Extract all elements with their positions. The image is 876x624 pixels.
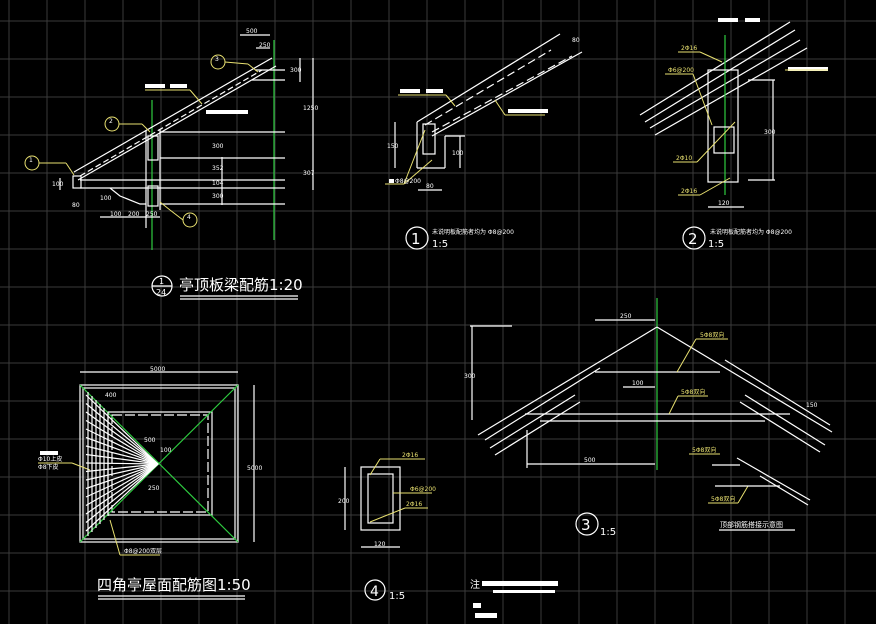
section-title: 亭顶板梁配筋1:20 [179, 276, 303, 294]
dim-text: 100 [110, 211, 122, 218]
dim-text: 250 [146, 211, 158, 218]
dim-text: 250 [259, 42, 271, 49]
detail-number: 2 [688, 230, 698, 248]
detail-note: 未说明板配筋者均为 Φ8@200 [710, 228, 792, 236]
dim-text: 300 [212, 193, 224, 200]
detail-caption: 顶部钢筋搭接示意图 [720, 520, 783, 529]
detail-scale: 1:5 [708, 239, 724, 250]
rebar-label: Φ8下皮 [38, 463, 59, 471]
notes-block: 注 [470, 578, 558, 618]
dim-text: 300 [212, 143, 224, 150]
dim-text: 120 [718, 200, 730, 207]
dim-text: 300 [464, 373, 476, 380]
dim-text: 5000 [150, 366, 165, 373]
rebar-line [85, 411, 159, 465]
dim-text: 100 [100, 195, 112, 202]
detail-3-drawing: 250 300 100 500 150 5Φ8双向 5Φ8双向 5Φ8双向 5Φ… [464, 298, 833, 538]
rebar-label: Φ8@200 [395, 178, 421, 185]
dim-text: 80 [426, 183, 434, 190]
rebar-line [85, 463, 159, 490]
roof-plan-drawing: 5000 5000 400 500 100 250 Φ10上皮 Φ8下皮 Φ8@… [38, 366, 262, 600]
rebar-label: 5Φ8双向 [692, 446, 716, 454]
rebar-line [85, 436, 159, 465]
rebar-line [85, 394, 159, 465]
rebar-label: Φ10上皮 [38, 455, 62, 463]
dim-text: 200 [338, 498, 350, 505]
callout-1: 1 [29, 157, 33, 164]
dim-text: 1250 [303, 105, 318, 112]
rebar-line [85, 419, 159, 465]
rebar-label: 2Φ16 [681, 188, 697, 195]
roof-section-drawing: 500 250 300 1250 300 352 104 300 307 100… [24, 28, 318, 300]
rebar-label: Φ6@200 [668, 67, 694, 74]
notes-label: 注 [470, 578, 480, 591]
detail-scale: 1:5 [600, 527, 616, 538]
detail-scale: 1:5 [432, 239, 448, 250]
dim-text: 500 [144, 437, 156, 444]
rebar-label: 2Φ16 [402, 452, 418, 459]
detail-number: 3 [581, 516, 591, 534]
dim-text: 5000 [247, 465, 262, 472]
dim-text: 150 [806, 402, 818, 409]
dim-text: 400 [105, 392, 117, 399]
dim-text: 250 [620, 313, 632, 320]
rebar-line [85, 463, 159, 498]
rebar-label: Φ6@200 [410, 486, 436, 493]
rebar-line [85, 463, 159, 515]
dim-text: 500 [584, 457, 596, 464]
dim-text: 300 [290, 67, 302, 74]
index-bottom: 24 [156, 288, 166, 297]
dim-text: 100 [452, 150, 464, 157]
rebar-label: 2Φ16 [406, 501, 422, 508]
dim-text: 307 [303, 170, 315, 177]
rebar-line [85, 453, 159, 465]
rebar-line [85, 463, 159, 481]
callout-2: 2 [109, 118, 113, 125]
callout-4: 4 [187, 214, 191, 221]
rebar-label: Φ8@200双层 [124, 548, 162, 555]
detail-scale: 1:5 [389, 591, 405, 602]
dim-text: 150 [387, 143, 399, 150]
dim-text: 80 [572, 37, 580, 44]
dim-text: 352 [212, 165, 224, 172]
rebar-line [85, 463, 159, 532]
detail-4-drawing: 200 120 2Φ16 Φ6@200 2Φ16 4 1:5 [338, 452, 436, 602]
rebar-label: 2Φ16 [681, 45, 697, 52]
dim-text: 100 [160, 447, 172, 454]
dim-text: 500 [246, 28, 258, 35]
dim-text: 80 [72, 202, 80, 209]
rebar-line [85, 463, 159, 523]
rebar-line [85, 463, 159, 473]
detail-1-drawing: 80 150 100 80 Φ8@200 1 1:5 未说明板配筋者均为 Φ8@… [385, 33, 583, 250]
rebar-label: 2Φ10 [676, 155, 692, 162]
dim-text: 104 [212, 180, 224, 187]
dim-text: 120 [374, 541, 386, 548]
callout-3: 3 [215, 56, 219, 63]
dim-text: 200 [128, 211, 140, 218]
rebar-label: 5Φ8双向 [700, 331, 724, 339]
detail-number: 4 [370, 584, 379, 600]
detail-2-drawing: 300 120 2Φ16 Φ6@200 2Φ10 2Φ16 2 1:5 未说明板… [639, 18, 828, 250]
dim-text: 100 [52, 181, 64, 188]
detail-note: 未说明板配筋者均为 Φ8@200 [432, 228, 514, 236]
rebar-label: 5Φ8双向 [711, 495, 735, 503]
index-top: 1 [159, 277, 164, 286]
rebar-line [85, 445, 159, 465]
rebar-line [85, 462, 159, 465]
dim-text: 100 [632, 380, 644, 387]
dim-text: 250 [148, 485, 160, 492]
rebar-line [85, 428, 159, 465]
detail-number: 1 [411, 230, 421, 248]
rebar-line [85, 463, 159, 507]
plan-title: 四角亭屋面配筋图1:50 [97, 576, 251, 594]
dim-text: 300 [764, 129, 776, 136]
rebar-line [85, 403, 159, 465]
rebar-label: 5Φ8双向 [681, 388, 705, 396]
